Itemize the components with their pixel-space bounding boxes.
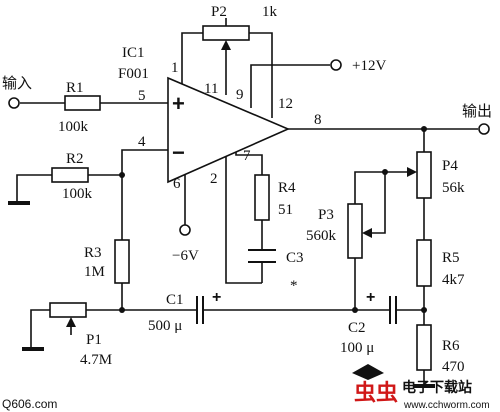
r4-value: 51 (278, 202, 293, 218)
pin-1: 1 (171, 60, 179, 76)
r3-value: 1M (84, 264, 105, 280)
resistor-r4 (254, 174, 270, 221)
c3-mark: * (290, 278, 298, 294)
resistor-r1 (64, 95, 101, 111)
output-label: 输出 (462, 102, 492, 120)
p1-value: 4.7M (80, 352, 112, 368)
p4-label: P4 (442, 158, 458, 174)
r6-label: R6 (442, 338, 460, 354)
pin-6: 6 (173, 176, 181, 192)
pin-9: 9 (236, 87, 244, 103)
output-terminal (478, 123, 490, 135)
potentiometer-p1 (49, 302, 87, 327)
component-labels: 输入 输出 IC1 F001 +12V −6V R1 100k R2 100k … (2, 4, 492, 375)
r6-value: 470 (442, 359, 465, 375)
pin-12: 12 (278, 96, 293, 112)
potentiometer-p4 (407, 151, 432, 199)
r3-label: R3 (84, 245, 102, 261)
pin-labels: 1 11 9 12 5 8 4 6 2 7 (138, 60, 322, 192)
ic1-label: IC1 (122, 45, 145, 61)
input-terminal (8, 97, 20, 109)
watermark: Q606.com 虫虫 电子下载站 www.cchworm.com (2, 364, 490, 411)
supply-pos-terminal (330, 59, 342, 71)
r5-value: 4k7 (442, 272, 465, 288)
p4-value: 56k (442, 180, 465, 196)
supply-pos-label: +12V (352, 58, 386, 74)
p3-label: P3 (318, 207, 334, 223)
capacitor-c1 (196, 296, 204, 324)
pin-5: 5 (138, 88, 146, 104)
r1-value: 100k (58, 119, 89, 135)
pin-2: 2 (210, 171, 218, 187)
potentiometer-p2 (202, 25, 250, 50)
r4-label: R4 (278, 180, 296, 196)
r2-label: R2 (66, 151, 84, 167)
capacitor-c2 (389, 296, 397, 324)
wires (16, 18, 478, 385)
pin-8: 8 (314, 112, 322, 128)
c1-plus-sign: + (212, 289, 221, 306)
r5-label: R5 (442, 250, 460, 266)
watermark-brand-mark: 虫虫 (354, 380, 398, 406)
p3-value: 560k (306, 228, 337, 244)
p2-label: P2 (211, 4, 227, 20)
c1-value: 500 μ (148, 318, 182, 334)
c3-label: C3 (286, 250, 304, 266)
opamp-plus-sign: + (172, 91, 185, 116)
pin-4: 4 (138, 134, 146, 150)
resistor-r5 (416, 239, 432, 287)
opamp-ic1 (167, 76, 291, 184)
resistor-r6 (416, 324, 432, 371)
capacitor-c3 (248, 249, 276, 263)
watermark-url: www.cchworm.com (403, 400, 490, 411)
pin-11: 11 (204, 81, 218, 97)
r1-label: R1 (66, 80, 84, 96)
c1-label: C1 (166, 292, 184, 308)
supply-neg-label: −6V (172, 248, 199, 264)
opamp-minus-sign: − (172, 140, 185, 165)
p1-label: P1 (86, 332, 102, 348)
watermark-left-text: Q606.com (2, 397, 57, 411)
c2-plus-sign: + (366, 289, 375, 306)
c2-label: C2 (348, 320, 366, 336)
watermark-brand-text: 电子下载站 (402, 379, 472, 396)
resistor-r2 (51, 167, 89, 183)
ic1-part-label: F001 (118, 66, 149, 82)
supply-neg-terminal (179, 224, 191, 236)
ground-symbols (8, 201, 435, 388)
junction-dots (119, 126, 427, 313)
potentiometer-p3 (347, 203, 372, 259)
polarity-marks: + − + + (172, 91, 375, 306)
watermark-logo: 虫虫 (352, 364, 398, 406)
r2-value: 100k (62, 186, 93, 202)
c2-value: 100 μ (340, 340, 374, 356)
input-label: 输入 (2, 74, 32, 92)
resistor-r3 (114, 239, 130, 284)
pin-7: 7 (243, 148, 251, 164)
p2-value: 1k (262, 4, 278, 20)
